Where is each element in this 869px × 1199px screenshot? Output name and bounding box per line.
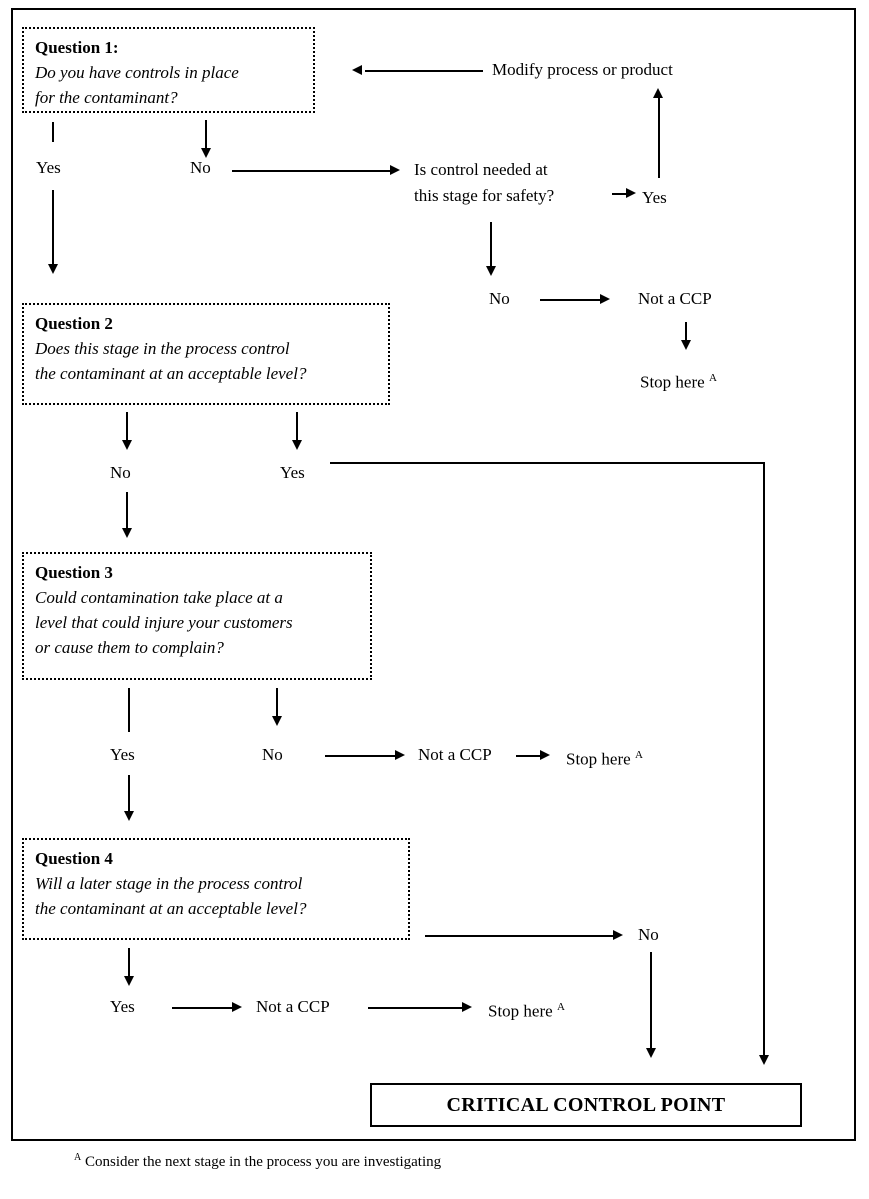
question-2-title: Question 2 <box>35 314 113 333</box>
footnote: A Consider the next stage in the process… <box>74 1152 441 1171</box>
q4-yes-label: Yes <box>110 997 135 1016</box>
q1-yes-label: Yes <box>36 158 61 177</box>
is-control-needed-line-2: this stage for safety? <box>414 186 555 205</box>
q3-yes-label: Yes <box>110 745 135 764</box>
q4-no-arrowhead-icon <box>613 930 623 940</box>
modify-process-label: Modify process or product <box>492 60 673 79</box>
q3-no-line <box>276 688 278 720</box>
notccp-to-stophere-top-line <box>685 322 687 344</box>
stop-here-q3-footnote-marker: A <box>634 749 643 761</box>
q2-no-to-q3-arrowhead-icon <box>122 528 132 538</box>
q4-no-line <box>425 935 615 937</box>
question-4-line-2: the contaminant at an acceptable level? <box>35 899 307 918</box>
q3-yes-line <box>128 688 130 732</box>
q2-yes-label: Yes <box>280 463 305 482</box>
critical-control-point-box: CRITICAL CONTROL POINT <box>370 1083 802 1127</box>
q1-no-stub-line <box>205 120 207 152</box>
question-1-title: Question 1: <box>35 38 119 57</box>
question-1-line-2: for the contaminant? <box>35 88 178 107</box>
control-yes-label: Yes <box>642 188 667 207</box>
critical-control-point-label: CRITICAL CONTROL POINT <box>446 1093 726 1116</box>
diagram-outer-border <box>11 8 856 1141</box>
q4-yes-to-notccp-arrowhead-icon <box>232 1002 242 1012</box>
q4-yes-to-notccp-line <box>172 1007 234 1009</box>
q4-no-label: No <box>638 925 659 944</box>
q1-no-arrowhead-icon <box>201 148 211 158</box>
not-a-ccp-q4-label: Not a CCP <box>256 997 330 1016</box>
control-no-label: No <box>489 289 510 308</box>
question-3-title: Question 3 <box>35 563 113 582</box>
stop-here-q4-footnote-marker: A <box>556 1001 565 1013</box>
footnote-marker: A <box>74 1152 82 1163</box>
q4-notccp-to-stophere-line <box>368 1007 464 1009</box>
q4-yes-line <box>128 948 130 980</box>
control-no-arrowhead-icon <box>486 266 496 276</box>
control-yes-to-modify-arrowhead-icon <box>653 88 663 98</box>
q4-yes-arrowhead-icon <box>124 976 134 986</box>
q2-no-to-q3-line <box>126 492 128 532</box>
question-4-title: Question 4 <box>35 849 113 868</box>
q3-no-to-notccp-arrowhead-icon <box>395 750 405 760</box>
not-a-ccp-top-label: Not a CCP <box>638 289 712 308</box>
q3-yes-to-q4-arrowhead-icon <box>124 811 134 821</box>
modify-to-q1-line <box>365 70 483 72</box>
stop-here-q4-label: Stop here A <box>488 1001 565 1021</box>
question-3-box: Question 3 Could contamination take plac… <box>22 552 372 680</box>
question-1-box: Question 1: Do you have controls in plac… <box>22 27 315 113</box>
q3-yes-to-q4-line <box>128 775 130 815</box>
question-2-line-2: the contaminant at an acceptable level? <box>35 364 307 383</box>
stop-here-top-label: Stop here A <box>640 372 717 392</box>
modify-to-q1-arrowhead-icon <box>352 65 362 75</box>
question-2-line-1: Does this stage in the process control <box>35 339 290 358</box>
q1-yes-to-q2-arrowhead-icon <box>48 264 58 274</box>
question-1-line-1: Do you have controls in place <box>35 63 239 82</box>
stop-here-q3-label: Stop here A <box>566 749 643 769</box>
control-yes-line <box>612 193 628 195</box>
q1-no-label: No <box>190 158 211 177</box>
q2-no-line <box>126 412 128 444</box>
q2-no-label: No <box>110 463 131 482</box>
control-no-to-notccp-arrowhead-icon <box>600 294 610 304</box>
notccp-to-stophere-top-arrowhead-icon <box>681 340 691 350</box>
q2-yes-line <box>296 412 298 444</box>
q3-no-arrowhead-icon <box>272 716 282 726</box>
q3-notccp-to-stophere-arrowhead-icon <box>540 750 550 760</box>
question-4-line-1: Will a later stage in the process contro… <box>35 874 303 893</box>
question-3-line-3: or cause them to complain? <box>35 638 224 657</box>
q2-yes-arrowhead-icon <box>292 440 302 450</box>
q2-no-arrowhead-icon <box>122 440 132 450</box>
question-4-box: Question 4 Will a later stage in the pro… <box>22 838 410 940</box>
not-a-ccp-q3-label: Not a CCP <box>418 745 492 764</box>
q3-no-label: No <box>262 745 283 764</box>
control-no-to-notccp-line <box>540 299 602 301</box>
q1-no-to-control-line <box>232 170 392 172</box>
control-no-line <box>490 222 492 270</box>
question-3-line-2: level that could injure your customers <box>35 613 293 632</box>
q2-yes-to-ccp-vertical-line <box>763 462 765 1060</box>
stop-here-top-footnote-marker: A <box>708 372 717 384</box>
control-yes-arrowhead-icon <box>626 188 636 198</box>
q2-yes-to-ccp-horizontal-line <box>330 462 765 464</box>
q4-no-to-ccp-line <box>650 952 652 1052</box>
is-control-needed-line-1: Is control needed at <box>414 160 548 179</box>
q3-notccp-to-stophere-line <box>516 755 542 757</box>
q4-no-to-ccp-arrowhead-icon <box>646 1048 656 1058</box>
question-2-box: Question 2 Does this stage in the proces… <box>22 303 390 405</box>
q1-yes-stub-line <box>52 122 54 142</box>
footnote-text: Consider the next stage in the process y… <box>84 1154 442 1170</box>
question-3-line-1: Could contamination take place at a <box>35 588 283 607</box>
q1-yes-to-q2-line <box>52 190 54 268</box>
q3-no-to-notccp-line <box>325 755 397 757</box>
q2-yes-to-ccp-arrowhead-icon <box>759 1055 769 1065</box>
control-yes-to-modify-line <box>658 96 660 178</box>
q1-no-to-control-arrowhead-icon <box>390 165 400 175</box>
q4-notccp-to-stophere-arrowhead-icon <box>462 1002 472 1012</box>
